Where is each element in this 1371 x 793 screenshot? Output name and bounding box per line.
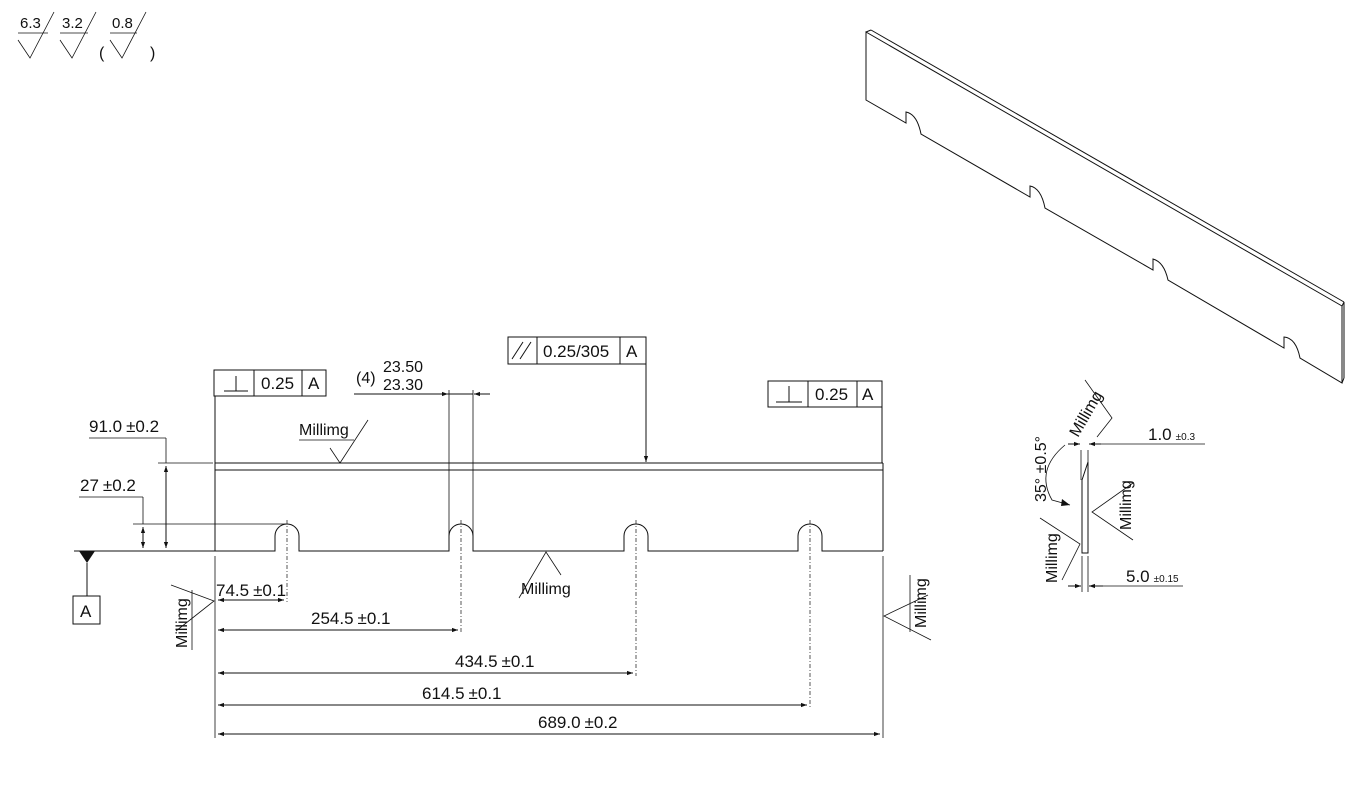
parallelism-symbol	[511, 341, 524, 360]
svg-text:74.5±0.1: 74.5±0.1	[216, 581, 286, 600]
gdt-perpendicularity-right: 0.25 A	[767, 380, 883, 463]
svg-text:A: A	[80, 602, 92, 621]
svg-text:0.25: 0.25	[261, 374, 294, 393]
svg-text:A: A	[862, 385, 874, 404]
svg-text:Millimg: Millimg	[174, 598, 191, 648]
svg-text:0.25/305: 0.25/305	[543, 342, 609, 361]
svg-text:A: A	[626, 342, 638, 361]
slot-width-callout: (4) 23.50 23.30	[354, 359, 490, 536]
dim-slot-height: 27±0.2	[79, 476, 286, 548]
isometric-view	[865, 29, 1345, 384]
dim-74-5: 74.5±0.1	[216, 581, 286, 603]
svg-text:3.2: 3.2	[62, 15, 83, 32]
svg-text:Millimg: Millimg	[521, 581, 571, 598]
svg-text:614.5±0.1: 614.5±0.1	[422, 684, 502, 703]
svg-text:0.8: 0.8	[112, 15, 133, 32]
svg-text:23.50: 23.50	[383, 359, 423, 376]
gdt-perpendicularity-left: 0.25 A	[213, 369, 327, 463]
svg-text:(: (	[99, 45, 105, 62]
svg-text:Millimg: Millimg	[913, 578, 930, 628]
svg-text:5.0±0.15: 5.0±0.15	[1126, 567, 1179, 586]
svg-text:91.0±0.2: 91.0±0.2	[89, 417, 159, 436]
milling-note-top: Millimg	[299, 419, 369, 464]
surface-finish-symbols: 6.3 3.2 0.8 ( )	[17, 11, 155, 62]
front-view	[214, 462, 884, 708]
svg-text:(4): (4)	[356, 370, 376, 387]
svg-text:A: A	[308, 374, 320, 393]
svg-text:35° ±0.5°: 35° ±0.5°	[1033, 436, 1050, 502]
datum-a: A	[72, 550, 215, 625]
dim-434-5: 434.5±0.1	[218, 652, 633, 676]
surface-finish-0-8: 0.8 ( )	[99, 11, 155, 62]
milling-note-bottom: Millimg	[518, 551, 571, 599]
dim-614-5: 614.5±0.1	[218, 684, 807, 708]
milling-note-right: Millimg	[883, 575, 932, 641]
svg-text:434.5±0.1: 434.5±0.1	[455, 652, 535, 671]
dim-254-5: 254.5±0.1	[218, 609, 458, 633]
surface-finish-3-2: 3.2	[59, 11, 97, 59]
svg-text:1.0±0.3: 1.0±0.3	[1148, 425, 1195, 444]
svg-text:254.5±0.1: 254.5±0.1	[311, 609, 391, 628]
svg-text:Millimg: Millimg	[299, 422, 349, 439]
svg-text:Millimg: Millimg	[1044, 533, 1061, 583]
dim-extensions	[214, 556, 884, 738]
svg-text:0.25: 0.25	[815, 385, 848, 404]
section-view: 5.0±0.15 1.0±0.3 35° ±0.5° Millimg Milli…	[1033, 379, 1205, 592]
svg-text:689.0±0.2: 689.0±0.2	[538, 713, 618, 732]
svg-text:6.3: 6.3	[20, 15, 41, 32]
surface-finish-6-3: 6.3	[17, 11, 55, 59]
svg-text:Millimg: Millimg	[1118, 480, 1135, 530]
dim-height-total: 91.0±0.2	[89, 417, 213, 548]
svg-text:23.30: 23.30	[383, 377, 423, 394]
svg-text:): )	[150, 45, 155, 62]
dim-689-0: 689.0±0.2	[218, 713, 880, 737]
gdt-parallelism: 0.25/305 A	[507, 336, 649, 462]
svg-text:27±0.2: 27±0.2	[80, 476, 136, 495]
milling-note-left: Millimg	[170, 584, 215, 650]
